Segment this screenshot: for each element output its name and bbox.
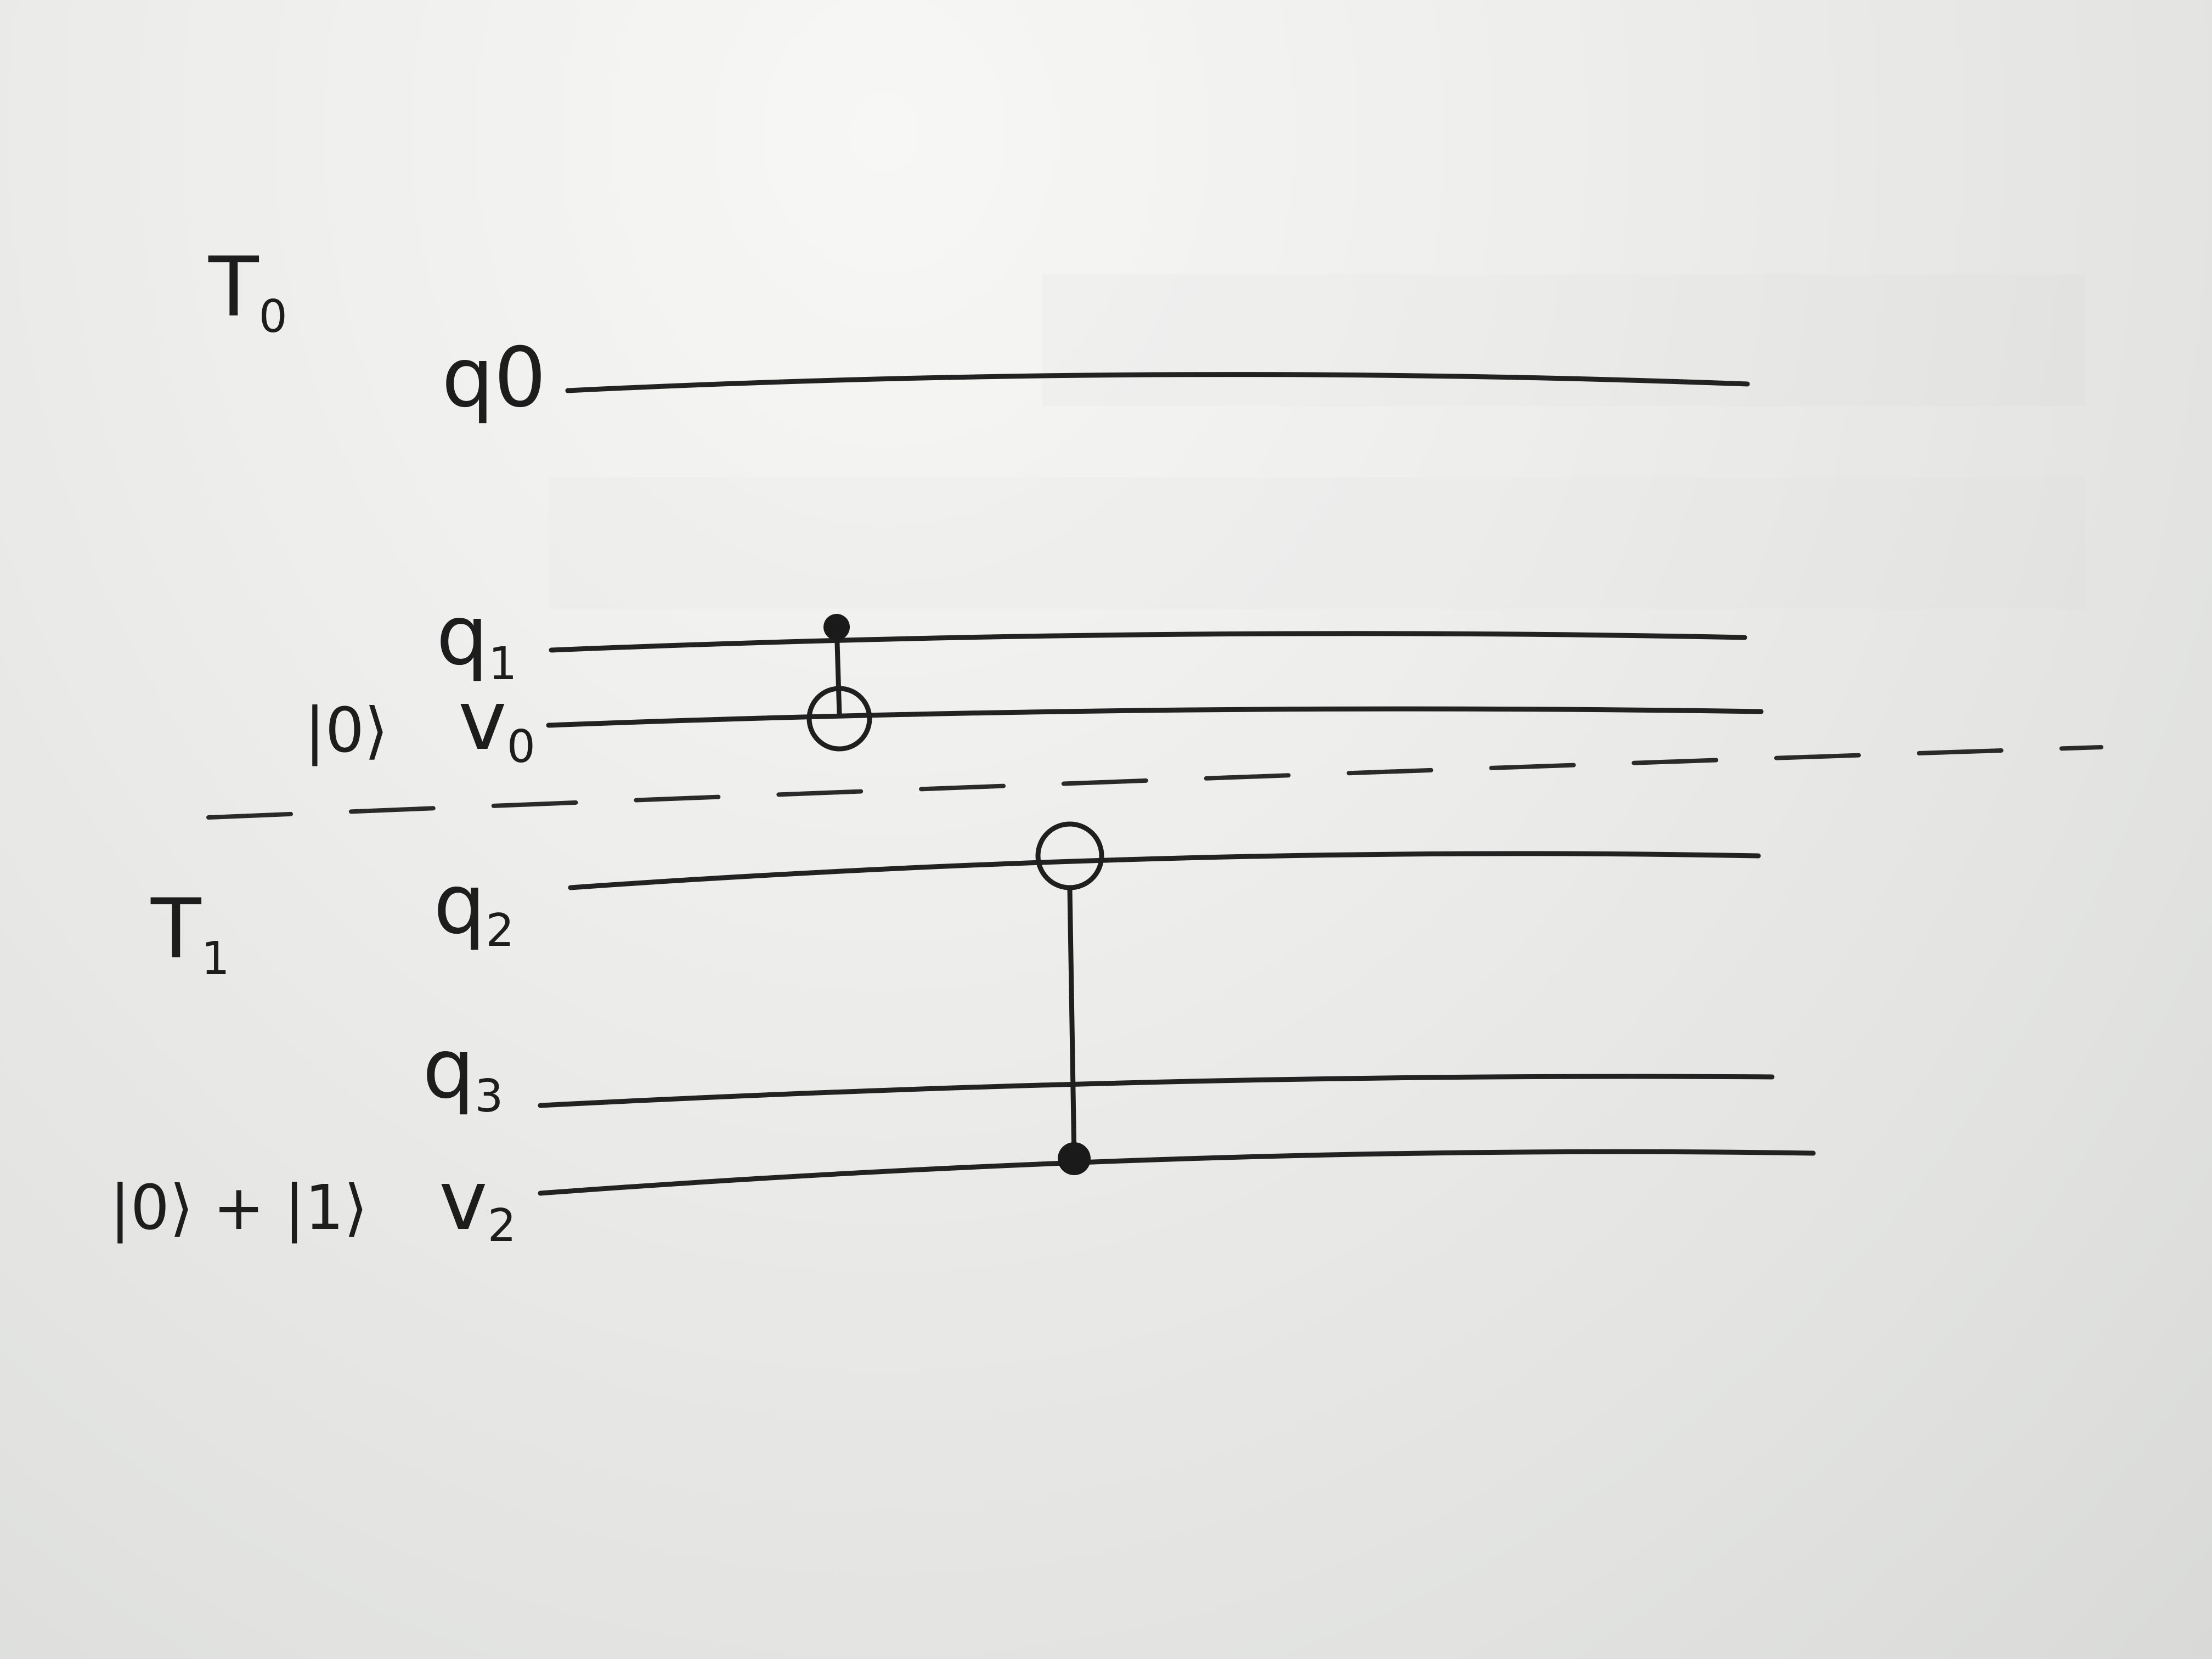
- qubit-label-q1: q1: [436, 588, 517, 690]
- wire-q3: [538, 1074, 1775, 1108]
- qubit-label-q0: q0: [442, 330, 546, 426]
- wire-q1: [549, 631, 1747, 653]
- target-circle-q2: [1035, 821, 1104, 890]
- section-divider: [206, 745, 2103, 820]
- wire-q0: [565, 372, 1750, 393]
- cnot-link-v2-q2: [1067, 886, 1077, 1160]
- initial-state-v0: |0⟩: [304, 695, 388, 766]
- qubit-label-q2: q2: [433, 857, 514, 957]
- control-dot-q1: [823, 614, 850, 640]
- section-label-t0: T0: [208, 240, 287, 343]
- wire-v0: [546, 706, 1764, 728]
- target-circle-v0: [806, 686, 872, 752]
- initial-state-v2: |0⟩ + |1⟩: [110, 1172, 368, 1244]
- bleed-through-texture: [549, 274, 2085, 609]
- qubit-label-v2: v2: [439, 1153, 516, 1252]
- wire-v2: [538, 1149, 1816, 1196]
- qubit-label-q3: q3: [422, 1022, 503, 1122]
- section-label-t1: T1: [150, 882, 230, 985]
- control-dot-v2: [1058, 1142, 1091, 1175]
- wire-q2: [568, 851, 1761, 890]
- cnot-link-q1-v0: [834, 623, 842, 717]
- qubit-label-v0: v0: [458, 673, 535, 773]
- cnot-gate-v2-q2: [1035, 821, 1104, 1175]
- cnot-gate-q1-v0: [806, 614, 872, 752]
